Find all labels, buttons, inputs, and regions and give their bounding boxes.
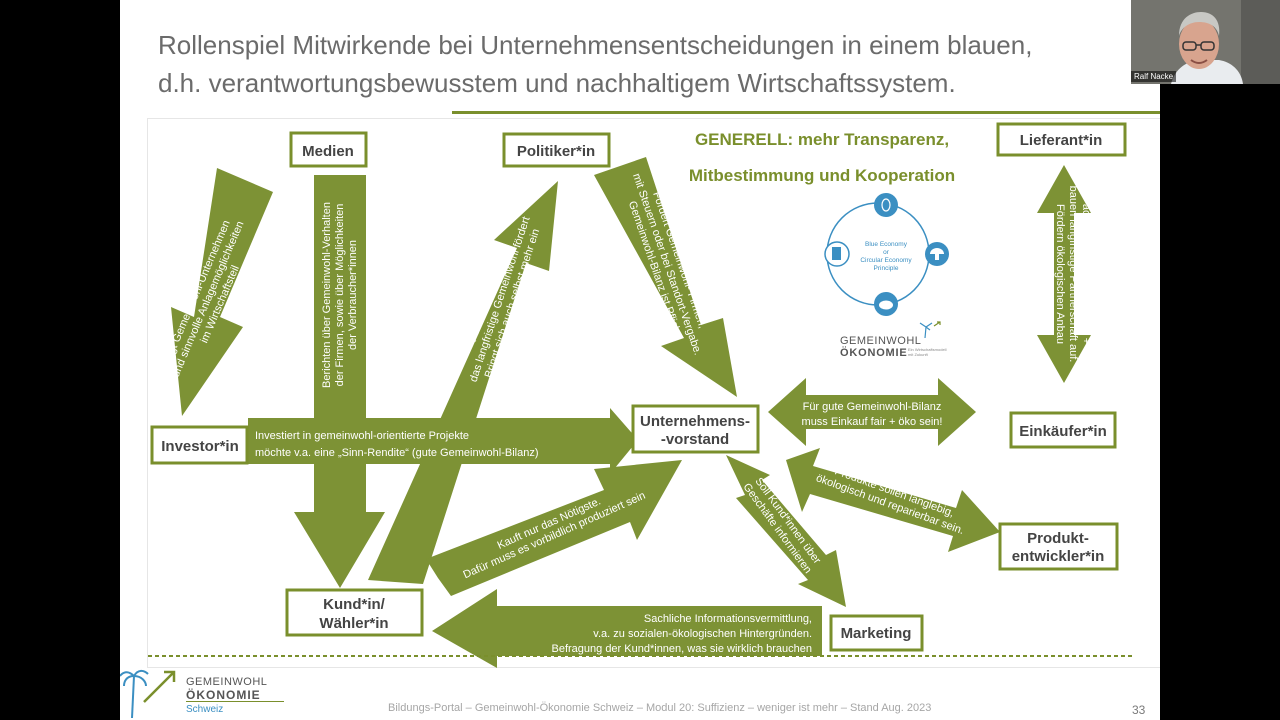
role-einkaeufer: Einkäufer*in — [1019, 423, 1107, 440]
role-unternehmensvorstand-2: -vorstand — [661, 431, 729, 448]
arrow-text-marketing-kunde-3: Befragung der Kund*innen, was sie wirkli… — [552, 643, 813, 655]
logo-line2: ÖKONOMIE — [186, 688, 261, 702]
role-kunde-1: Kund*in/ — [323, 596, 385, 613]
gwo-small-tag2: mit Zukunft — [908, 352, 929, 357]
role-marketing: Marketing — [841, 625, 912, 642]
role-politiker: Politiker*in — [517, 143, 595, 160]
gwo-small-logo: GEMEINWOHL ÖKONOMIE Ein Wirtschaftsmodel… — [840, 322, 947, 359]
page-number: 33 — [1132, 703, 1145, 717]
logo-line1: GEMEINWOHL — [186, 676, 267, 688]
role-lieferant: Lieferant*in — [1020, 132, 1103, 149]
arrow-text-medien-kunde-3: der Verbraucher*innen — [347, 240, 359, 350]
role-medien: Medien — [302, 143, 354, 160]
gwo-small-palm-icon — [920, 323, 932, 338]
arrow-text-lieferant-einkaeufer-1: achten auf faire Bezahlung + — [1080, 204, 1092, 344]
arrow-text-investor-vorstand-1: Investiert in gemeinwohl-orientierte Pro… — [255, 430, 469, 442]
generell-line1: GENERELL: mehr Transparenz, — [695, 130, 949, 149]
role-kunde-2: Wähler*in — [319, 615, 388, 632]
role-unternehmensvorstand-1: Unternehmens- — [640, 413, 750, 430]
arrow-text-medien-kunde-2: der Firmen, sowie über Möglichkeiten — [334, 204, 346, 387]
slide: Rollenspiel Mitwirkende bei Unternehmens… — [120, 0, 1160, 720]
arrow-text-lieferant-einkaeufer-2: bauen langfristige Partnerschaft auf. — [1067, 186, 1079, 363]
arrow-text-marketing-kunde-2: v.a. zu sozialen-ökologischen Hintergrün… — [593, 628, 812, 640]
arrow-text-medien-kunde-1: Berichten über Gemeinwohl-Verhalten — [321, 202, 333, 388]
coffee-bean-icon — [874, 193, 898, 217]
logo-line3: Schweiz — [186, 704, 223, 715]
arrow-text-vorstand-einkaeufer-2: muss Einkauf fair + öko sein! — [802, 416, 943, 428]
circle-text-2: or — [883, 249, 890, 256]
slide-footer: Bildungs-Portal – Gemeinwohl-Ökonomie Sc… — [388, 702, 931, 714]
gwo-logo: GEMEINWOHL ÖKONOMIE Schweiz — [120, 664, 290, 720]
circle-text-4: Principle — [874, 265, 899, 272]
gwo-small-line2: ÖKONOMIE — [840, 346, 908, 359]
circle-text-3: Circular Economy — [860, 257, 912, 264]
arrow-text-marketing-kunde-1: Sachliche Informationsvermittlung, — [644, 613, 812, 625]
presenter-name: Ralf Nacke — [1131, 71, 1176, 82]
gwo-small-line1: GEMEINWOHL — [840, 335, 921, 347]
arrow-text-lieferant-einkaeufer-3: Fördern ökologischen Anbau — [1054, 204, 1066, 344]
role-produktentwickler-2: entwickler*in — [1012, 548, 1105, 565]
role-investor: Investor*in — [161, 438, 239, 455]
arrow-text-politiker-vorstand-2: mit Steuern oder bei Standort-Vergabe. — [630, 172, 704, 357]
webcam-video[interactable]: Ralf Nacke — [1131, 0, 1280, 84]
circle-text-1: Blue Economy — [865, 241, 908, 248]
arrow-text-vorstand-einkaeufer-1: Für gute Gemeinwohl-Bilanz — [803, 401, 942, 413]
role-produktentwickler-1: Produkt- — [1027, 530, 1089, 547]
palm-tree-icon — [120, 664, 184, 720]
arrow-text-investor-vorstand-2: möchte v.a. eine „Sinn-Rendite“ (gute Ge… — [255, 447, 538, 459]
role-diagram: Zeigt Gemeinwohl-Unternehmen und sinnvol… — [120, 0, 1160, 720]
logo-divider — [186, 701, 284, 702]
blue-economy-circle: Blue Economy or Circular Economy Princip… — [825, 193, 949, 316]
generell-line2: Mitbestimmung und Kooperation — [689, 166, 955, 185]
